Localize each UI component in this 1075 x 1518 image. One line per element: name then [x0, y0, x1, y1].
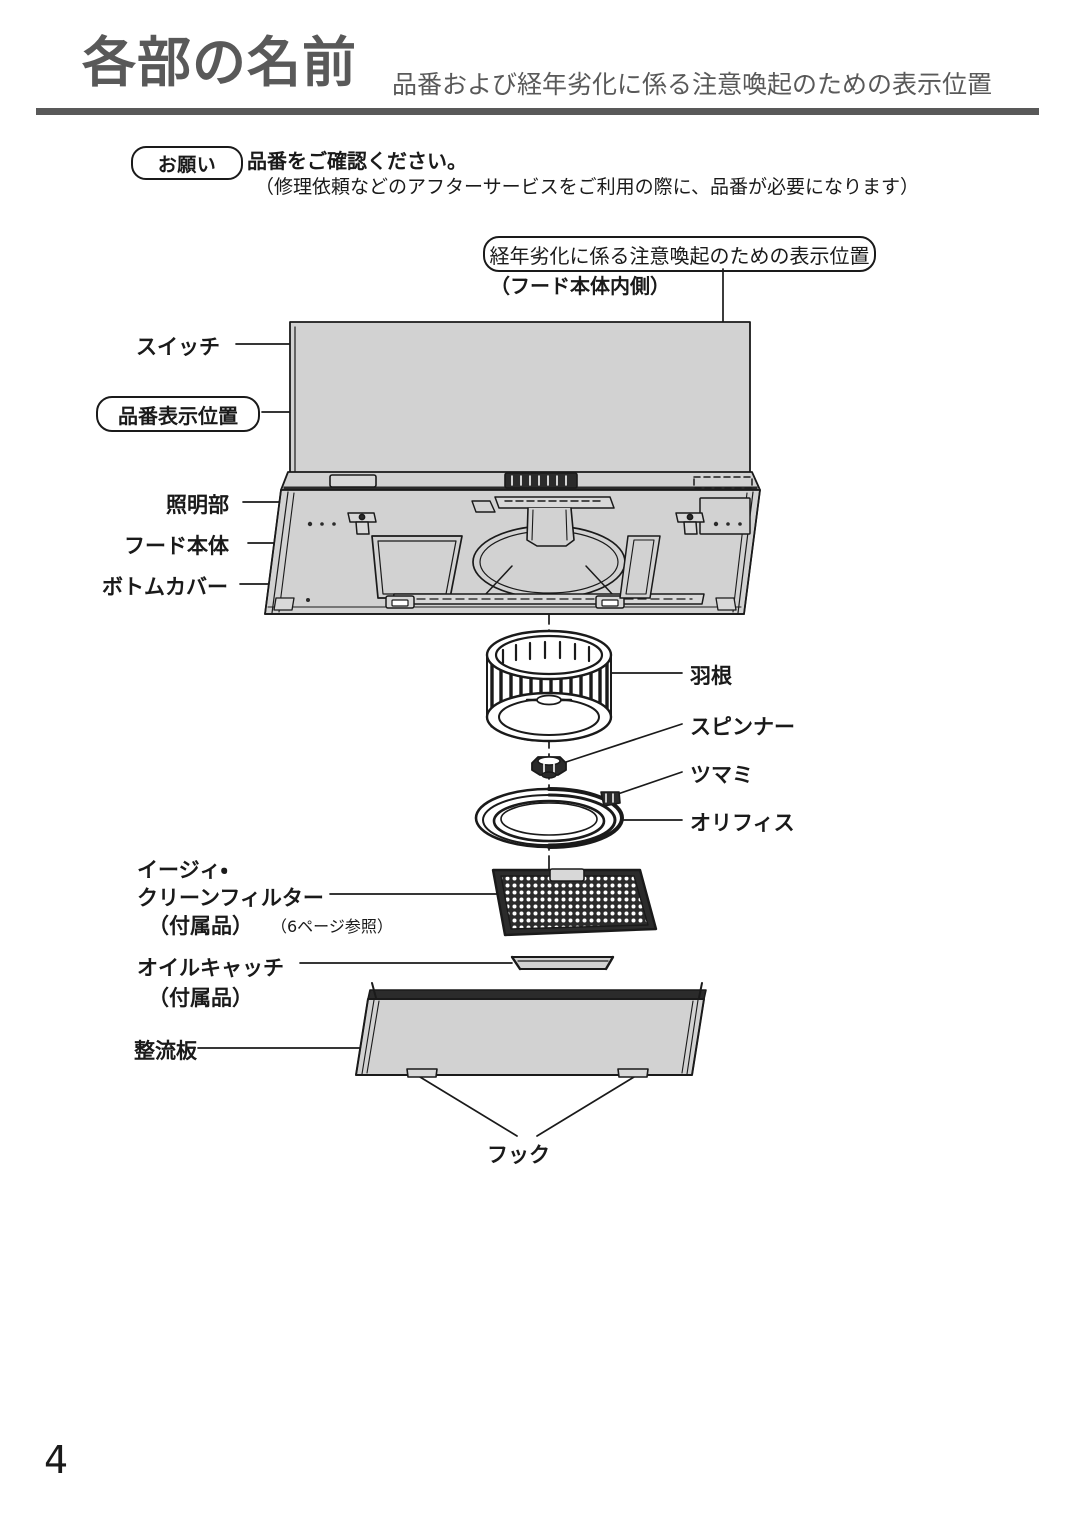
page-title: 各部の名前	[82, 31, 357, 94]
label-filter-line-3: （付属品）	[148, 914, 253, 938]
bottom-latch-left	[385, 595, 415, 609]
hood-fastener-right	[675, 512, 705, 535]
notice-line-1: 品番をご確認ください。	[247, 149, 467, 173]
page-number: 4	[44, 1438, 69, 1482]
label-hood-body: フード本体	[124, 534, 229, 558]
notice-badge: お願い	[131, 146, 243, 180]
label-model-number: 品番表示位置	[96, 396, 260, 432]
label-oil-catch-line-1: オイルキャッチ	[137, 956, 284, 980]
bottom-latch-right	[595, 595, 625, 609]
easy-clean-filter-part	[491, 868, 658, 937]
label-spinner: スピンナー	[690, 715, 795, 739]
hood-fastener-left	[347, 512, 377, 535]
rectifier-plate-part	[355, 982, 707, 1078]
label-light: 照明部	[166, 493, 229, 517]
label-orifice: オリフィス	[690, 811, 795, 835]
leader-lines	[197, 268, 724, 1137]
label-rectifier-plate: 整流板	[134, 1039, 197, 1063]
oil-catch-part	[510, 955, 615, 971]
notice-line-2: （修理依頼などのアフターサービスをご利用の際に、品番が必要になります）	[255, 176, 920, 198]
fan-blade-part	[485, 629, 613, 743]
label-hook: フック	[487, 1143, 550, 1167]
hood-body	[264, 321, 761, 615]
orifice-knob	[600, 791, 621, 807]
label-bottom-cover: ボトムカバー	[102, 575, 228, 599]
switch-panel	[504, 472, 578, 489]
aging-warning-label-area	[693, 476, 753, 489]
hook-right	[617, 1068, 649, 1078]
aging-warning-callout: 経年劣化に係る注意喚起のための表示位置	[483, 236, 876, 272]
label-knob: ツマミ	[690, 763, 753, 787]
aging-warning-sublabel: （フード本体内側）	[490, 274, 670, 298]
page-subtitle: 品番および経年劣化に係る注意喚起のための表示位置	[392, 70, 993, 99]
label-filter-line-2: クリーンフィルター	[137, 886, 324, 910]
bottom-cover	[371, 535, 463, 599]
label-fan-blade: 羽根	[690, 664, 732, 688]
spinner-part	[531, 756, 567, 779]
label-oil-catch-line-2: （付属品）	[148, 986, 253, 1010]
hook-left	[406, 1068, 438, 1078]
light-unit	[494, 496, 615, 509]
page-header: 各部の名前 品番および経年劣化に係る注意喚起のための表示位置	[0, 0, 1075, 118]
label-filter-page-ref: （6ページ参照）	[271, 917, 393, 936]
model-number-plate	[329, 474, 377, 488]
label-filter-line-1: イージィ・	[137, 858, 228, 882]
label-switch: スイッチ	[136, 335, 220, 359]
orifice-part	[474, 787, 624, 849]
filter-handle	[549, 868, 585, 882]
fan-housing-recess	[472, 525, 626, 599]
header-divider	[36, 108, 1039, 115]
